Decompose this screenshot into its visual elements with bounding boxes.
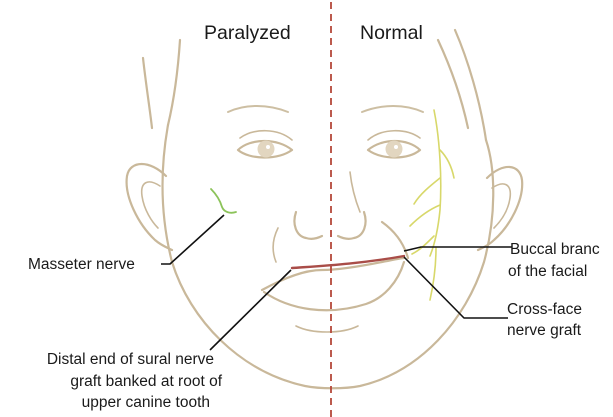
right-ear-inner (492, 184, 510, 228)
distal-leader (210, 270, 291, 350)
facial-nerve-branches (410, 110, 454, 300)
left-iris (258, 141, 275, 158)
hair (143, 30, 486, 140)
hair-strand-right-outer (455, 30, 486, 140)
cross-face-label-line1: Cross-face (507, 301, 582, 318)
left-ear-inner (142, 182, 160, 228)
nasolabial-fold-left (273, 228, 278, 262)
hair-strand-left-inner (168, 40, 180, 125)
nose-bridge (350, 172, 360, 212)
nose-right-side (338, 212, 366, 239)
masseter-nerve-line (211, 189, 236, 213)
paralyzed-header: Paralyzed (204, 22, 291, 44)
left-brow (228, 106, 288, 112)
cross-face-label-line2: nerve graft (507, 322, 582, 339)
distal-end-label-line1: Distal end of sural nerve (47, 351, 214, 368)
left-eye (238, 131, 292, 158)
right-eye (368, 131, 420, 158)
distal-end-label-line3: upper canine tooth (82, 394, 210, 411)
nose-left-side (294, 212, 322, 239)
nasolabial-fold-right (382, 222, 408, 258)
crossface-leader (404, 257, 508, 318)
masseter-nerve-label: Masseter nerve (28, 256, 135, 273)
right-iris (386, 141, 403, 158)
buccal-branch-label-line1: Buccal branc (510, 241, 600, 258)
normal-header: Normal (360, 22, 423, 44)
chin-crease (296, 326, 358, 332)
right-brow (362, 106, 423, 112)
right-ear (478, 167, 522, 250)
hair-strand-left-outer (143, 58, 152, 128)
left-ear (127, 164, 172, 250)
buccal-branch-label-line2: of the facial (508, 263, 587, 280)
upper-lip (262, 258, 404, 290)
distal-end-label-line2: graft banked at root of (70, 373, 222, 390)
